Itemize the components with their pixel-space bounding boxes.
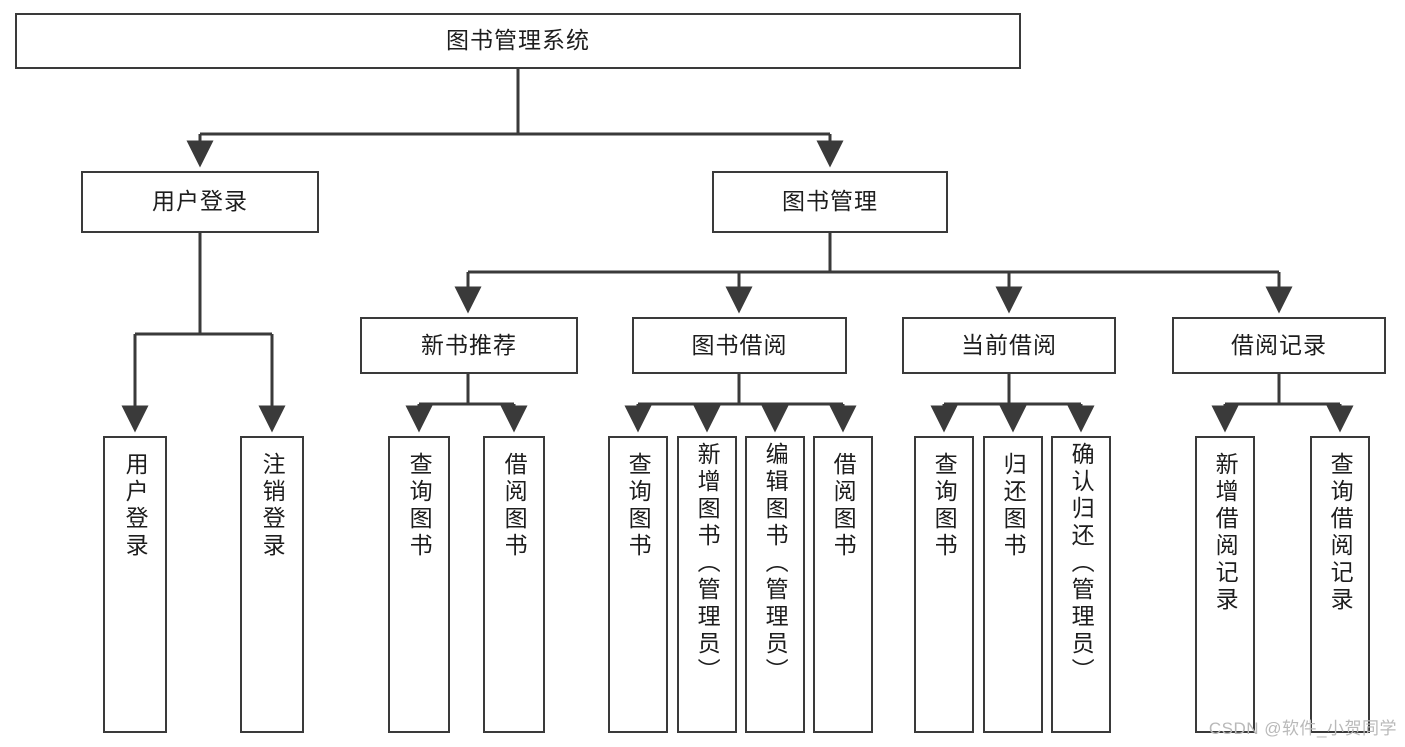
edges-bookborrow-to-leaves xyxy=(624,374,857,433)
edges-bookmanage-to-level3 xyxy=(454,233,1293,314)
node-leaf-query-record[interactable]: 查询借阅记录 xyxy=(1310,436,1370,733)
node-new-book-rec[interactable]: 新书推荐 xyxy=(360,317,578,374)
node-leaf-query-book-rec[interactable]: 查询图书 xyxy=(388,436,450,733)
node-leaf-edit-book[interactable]: 编辑图书（管理员） xyxy=(745,436,805,733)
node-book-manage[interactable]: 图书管理 xyxy=(712,171,948,233)
node-book-borrow-label: 图书借阅 xyxy=(691,331,788,358)
edges-borrowrecord-to-leaves xyxy=(1211,374,1354,433)
edges-newbookrec-to-leaves xyxy=(405,374,528,433)
node-leaf-query-book-rec-label: 查询图书 xyxy=(406,452,433,560)
node-leaf-return-book-label: 归还图书 xyxy=(1000,452,1027,560)
node-current-borrow[interactable]: 当前借阅 xyxy=(902,317,1116,374)
node-root-label: 图书管理系统 xyxy=(446,27,590,54)
node-leaf-query-book-cur-label: 查询图书 xyxy=(931,452,958,560)
node-leaf-add-record-label: 新增借阅记录 xyxy=(1212,452,1239,614)
node-borrow-record-label: 借阅记录 xyxy=(1231,331,1327,358)
node-leaf-add-record[interactable]: 新增借阅记录 xyxy=(1195,436,1255,733)
node-current-borrow-label: 当前借阅 xyxy=(961,331,1057,358)
node-book-manage-label: 图书管理 xyxy=(782,188,878,215)
node-leaf-query-record-label: 查询借阅记录 xyxy=(1327,452,1354,614)
node-leaf-query-book-bor-label: 查询图书 xyxy=(625,452,652,560)
node-leaf-user-login-label: 用户登录 xyxy=(122,452,149,560)
node-user-login-label: 用户登录 xyxy=(152,188,248,215)
node-book-borrow[interactable]: 图书借阅 xyxy=(632,317,847,374)
node-leaf-borrow-book-bor-label: 借阅图书 xyxy=(830,452,857,560)
node-leaf-logout[interactable]: 注销登录 xyxy=(240,436,304,733)
node-root[interactable]: 图书管理系统 xyxy=(15,13,1021,69)
node-leaf-logout-label: 注销登录 xyxy=(259,452,286,560)
node-leaf-borrow-book-rec[interactable]: 借阅图书 xyxy=(483,436,545,733)
node-leaf-add-book[interactable]: 新增图书（管理员） xyxy=(677,436,737,733)
edges-currentborrow-to-leaves xyxy=(930,374,1095,433)
node-leaf-borrow-book-bor[interactable]: 借阅图书 xyxy=(813,436,873,733)
node-leaf-borrow-book-rec-label: 借阅图书 xyxy=(501,452,528,560)
node-leaf-user-login[interactable]: 用户登录 xyxy=(103,436,167,733)
edges-userlogin-to-leaves xyxy=(121,233,286,433)
node-user-login[interactable]: 用户登录 xyxy=(81,171,319,233)
node-leaf-confirm-return-label: 确认归还（管理员） xyxy=(1068,442,1095,685)
node-leaf-add-book-label: 新增图书（管理员） xyxy=(694,442,721,685)
node-leaf-edit-book-label: 编辑图书（管理员） xyxy=(762,442,789,685)
node-leaf-query-book-bor[interactable]: 查询图书 xyxy=(608,436,668,733)
node-leaf-confirm-return[interactable]: 确认归还（管理员） xyxy=(1051,436,1111,733)
node-new-book-rec-label: 新书推荐 xyxy=(421,331,517,358)
edges-root-to-level2 xyxy=(186,69,844,168)
node-borrow-record[interactable]: 借阅记录 xyxy=(1172,317,1386,374)
node-leaf-query-book-cur[interactable]: 查询图书 xyxy=(914,436,974,733)
node-leaf-return-book[interactable]: 归还图书 xyxy=(983,436,1043,733)
